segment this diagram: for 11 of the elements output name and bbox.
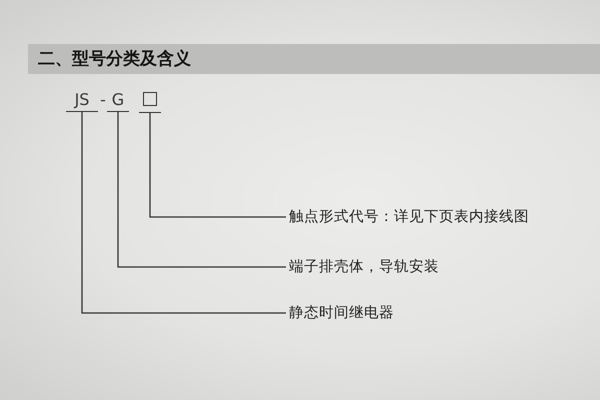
- section-heading: 二、型号分类及含义: [28, 44, 600, 74]
- meaning-text: 端子排壳体，导轨安装: [289, 257, 439, 277]
- code-separator: -: [99, 91, 107, 109]
- meaning-text: 触点形式代号：详见下页表内接线图: [289, 207, 529, 227]
- leader-line: [149, 113, 286, 218]
- meaning-text: 静态时间继电器: [289, 303, 394, 323]
- code-placeholder: [139, 91, 161, 113]
- leader-line: [81, 112, 286, 314]
- code-segment: JS: [66, 91, 98, 112]
- code-segment: G: [107, 91, 129, 112]
- leader-line: [117, 112, 286, 268]
